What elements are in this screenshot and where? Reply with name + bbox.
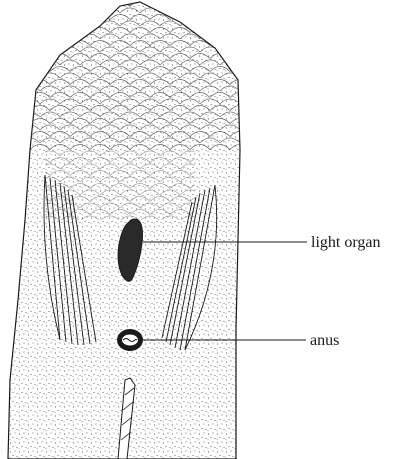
anus-shape: [117, 329, 143, 351]
anus-label: anus: [310, 332, 339, 349]
light-organ-label: light organ: [311, 234, 380, 251]
